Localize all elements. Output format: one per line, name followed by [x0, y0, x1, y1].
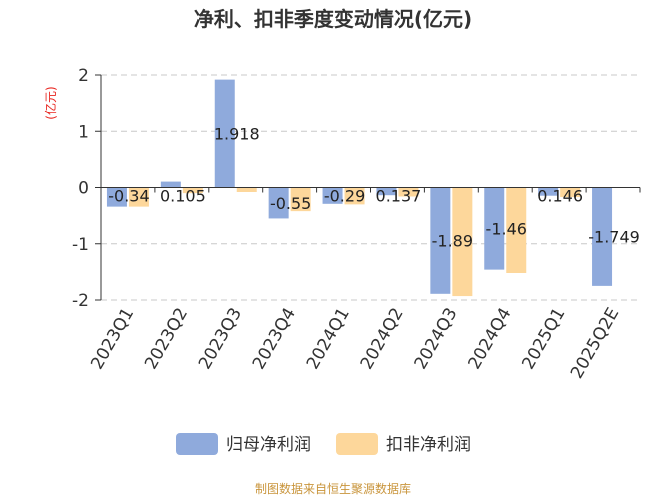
bar-net-profit — [376, 187, 397, 196]
legend-swatch — [336, 433, 378, 455]
bar-net-profit — [160, 181, 181, 188]
chart-title: 净利、扣非季度变动情况(亿元) — [194, 7, 472, 31]
bar-net-profit — [322, 187, 343, 204]
y-tick-label: 1 — [78, 122, 89, 142]
bar-net-profit — [538, 187, 559, 196]
legend: 归母净利润 扣非净利润 — [176, 433, 471, 455]
y-tick-label: 2 — [78, 66, 89, 86]
bar-deducted-net-profit — [128, 187, 149, 207]
bar-deducted-net-profit — [398, 187, 419, 197]
bar-deducted-net-profit — [560, 187, 581, 198]
y-tick-label: -1 — [72, 235, 89, 255]
bar-net-profit — [106, 187, 127, 207]
bar-deducted-net-profit — [506, 187, 527, 273]
bar-deducted-net-profit — [236, 187, 257, 192]
x-tick-label: 2023Q3 — [195, 305, 246, 373]
data-label: -0.34 — [108, 187, 149, 206]
legend-label: 扣非净利润 — [386, 435, 471, 455]
x-tick-label: 2025Q1 — [518, 305, 569, 373]
bar-net-profit — [484, 187, 505, 270]
data-label: 0.146 — [537, 187, 583, 206]
bar-deducted-net-profit — [452, 187, 473, 297]
data-label: -0.29 — [324, 187, 365, 206]
data-label: -1.46 — [486, 220, 527, 239]
data-label: 0.137 — [376, 187, 422, 206]
bar-deducted-net-profit — [290, 187, 311, 212]
y-tick-label: 0 — [78, 179, 89, 199]
legend-swatch — [176, 433, 218, 455]
x-tick-label: 2025Q2E — [567, 305, 623, 383]
bar-deducted-net-profit — [344, 187, 365, 205]
x-tick-label: 2023Q1 — [87, 305, 138, 373]
x-tick-label: 2023Q4 — [249, 305, 300, 373]
x-tick-label: 2024Q4 — [465, 305, 516, 373]
data-label: -1.89 — [432, 232, 473, 251]
bar-deducted-net-profit — [182, 187, 203, 194]
y-axis-unit-label: (亿元) — [43, 86, 58, 119]
x-tick-label: 2023Q2 — [141, 305, 192, 373]
data-label: -0.55 — [270, 194, 311, 213]
bar-net-profit — [268, 187, 289, 219]
data-label: 0.105 — [160, 187, 206, 206]
legend-label: 归母净利润 — [226, 435, 311, 455]
source-footer: 制图数据来自恒生聚源数据库 — [255, 481, 411, 496]
x-tick-label: 2024Q3 — [411, 304, 462, 372]
data-label: 1.918 — [214, 125, 260, 144]
x-tick-label: 2024Q1 — [303, 305, 354, 373]
y-tick-label: -2 — [72, 291, 89, 311]
x-tick-label: 2024Q2 — [357, 305, 408, 373]
bar-net-profit — [214, 79, 235, 188]
bars — [106, 79, 613, 297]
bar-net-profit — [592, 187, 613, 286]
data-label: -1.749 — [588, 228, 640, 247]
data-labels: -0.34 0.105 1.918 -0.55 -0.29 0.137 -1.89 -1.46… — [108, 125, 640, 251]
bar-net-profit — [430, 187, 451, 294]
